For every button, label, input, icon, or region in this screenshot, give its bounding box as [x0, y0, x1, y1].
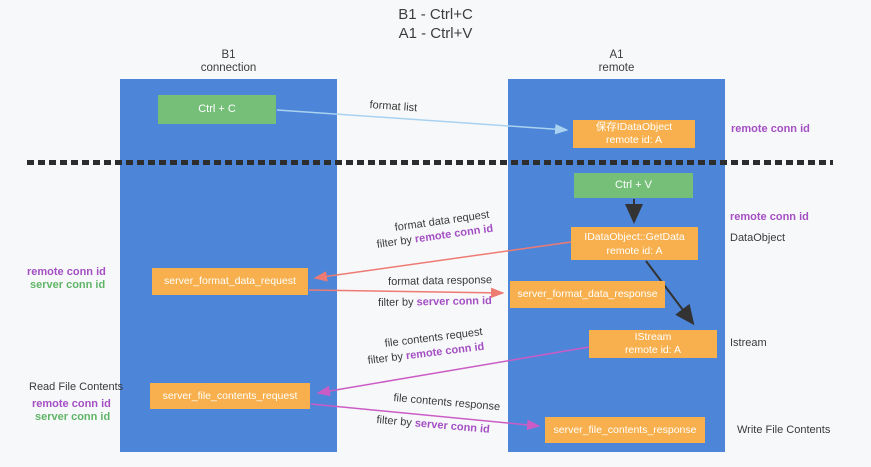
write-file-contents-label: Write File Contents: [737, 424, 831, 436]
file-contents-response-label: file contents response: [392, 392, 501, 414]
ctrl-v-label: Ctrl + V: [615, 179, 652, 191]
filter-by-server-conn-id-bottom-label: filter by server conn id: [376, 414, 490, 436]
getdata-line2: remote id: A: [606, 244, 663, 257]
save-dataobject-line2: remote id: A: [605, 134, 663, 146]
filter-by-server-conn-id-top-label: filter by server conn id: [378, 295, 492, 309]
server-file-contents-request-box: server_file_contents_request: [150, 383, 310, 409]
istream-side-label: Istream: [730, 337, 767, 349]
left-bottom-remote-conn-id-label: remote conn id: [32, 398, 111, 410]
left-mid-server-conn-id-label: server conn id: [30, 279, 106, 291]
server-format-data-request-label: server_format_data_request: [164, 275, 296, 287]
ctrl-v-box: Ctrl + V: [574, 173, 693, 198]
filter-by-prefix: filter by: [378, 296, 417, 309]
filter-by-prefix: filter by: [376, 233, 416, 251]
format-list-label: format list: [369, 99, 418, 115]
read-file-contents-label: Read File Contents: [29, 381, 124, 393]
save-dataobject-line1: 保存IDataObject: [595, 121, 673, 133]
server-file-contents-response-box: server_file_contents_response: [545, 417, 705, 443]
dataobject-label: DataObject: [730, 232, 786, 244]
title-line-2: A1 - Ctrl+V: [398, 25, 473, 42]
istream-line1: IStream: [634, 331, 672, 343]
left-column-name: B1: [221, 49, 236, 61]
diagram-title: B1 - Ctrl+C A1 - Ctrl+V: [0, 5, 871, 43]
ctrl-c-label: Ctrl + C: [198, 103, 236, 115]
left-mid-remote-conn-id-label: remote conn id: [27, 266, 106, 278]
remote-conn-id-top-label: remote conn id: [731, 123, 810, 135]
server-format-data-response-label: server_format_data_response: [517, 288, 658, 300]
right-column-name: A1: [609, 49, 624, 61]
istream-box: IStream remote id: A: [589, 330, 717, 358]
istream-line2: remote id: A: [624, 344, 682, 356]
right-column-header: A1 remote: [508, 49, 725, 75]
server-conn-id-filter-value: server conn id: [414, 417, 491, 436]
ctrl-c-box: Ctrl + C: [158, 95, 276, 124]
server-conn-id-filter-value: server conn id: [416, 295, 492, 309]
title-line-1: B1 - Ctrl+C: [398, 6, 473, 23]
server-file-contents-request-label: server_file_contents_request: [162, 389, 298, 402]
getdata-box: IDataObject::GetData remote id: A: [571, 227, 698, 260]
save-dataobject-box: 保存IDataObject remote id: A: [573, 120, 695, 148]
left-column-header: B1 connection: [120, 49, 337, 75]
filter-by-prefix: filter by: [375, 414, 416, 430]
server-format-data-response-box: server_format_data_response: [510, 281, 665, 308]
section-divider-dashed-line: [27, 160, 833, 165]
format-data-response-label: format data response: [388, 274, 493, 288]
right-column-role: remote: [598, 62, 635, 74]
server-file-contents-response-label: server_file_contents_response: [553, 423, 697, 436]
filter-by-prefix: filter by: [367, 350, 407, 367]
remote-conn-id-mid-label: remote conn id: [730, 211, 809, 223]
getdata-line1: IDataObject::GetData: [584, 230, 685, 243]
left-column-role: connection: [200, 62, 257, 74]
format-data-response-arrow: [308, 287, 505, 299]
server-format-data-request-box: server_format_data_request: [152, 268, 308, 295]
left-bottom-server-conn-id-label: server conn id: [35, 411, 111, 423]
